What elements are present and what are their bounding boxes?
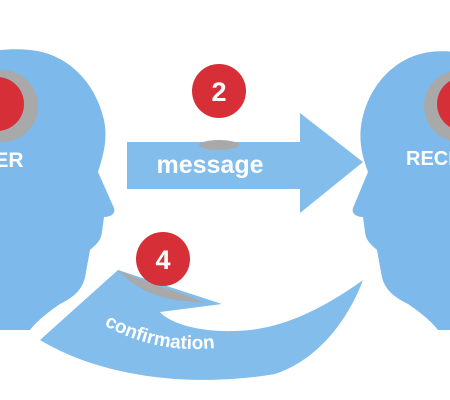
sender-head: SENDER: [0, 49, 115, 330]
message-arrow-shape: [127, 113, 363, 213]
receiver-head-silhouette: [352, 51, 450, 330]
message-badge-shadow: [199, 140, 239, 150]
confirmation-badge-shadow: [118, 270, 205, 303]
step-badge-2: 2: [192, 64, 246, 118]
message-label: message: [156, 151, 263, 179]
confirmation-arrow-shape: [40, 270, 363, 380]
receiver-label: RECEIVER: [406, 148, 450, 170]
sender-label: SENDER: [0, 149, 24, 172]
confirmation-arrow: confirmation: [40, 270, 363, 380]
step-badge-4: 4: [136, 232, 190, 286]
receiver-head: RECEIVER: [352, 51, 450, 330]
step-number-2: 2: [211, 77, 226, 107]
receiver-brain-marker: [424, 71, 450, 141]
step-number-4: 4: [155, 245, 170, 275]
sender-brain-marker: [0, 70, 38, 142]
message-arrow: message: [127, 113, 363, 213]
